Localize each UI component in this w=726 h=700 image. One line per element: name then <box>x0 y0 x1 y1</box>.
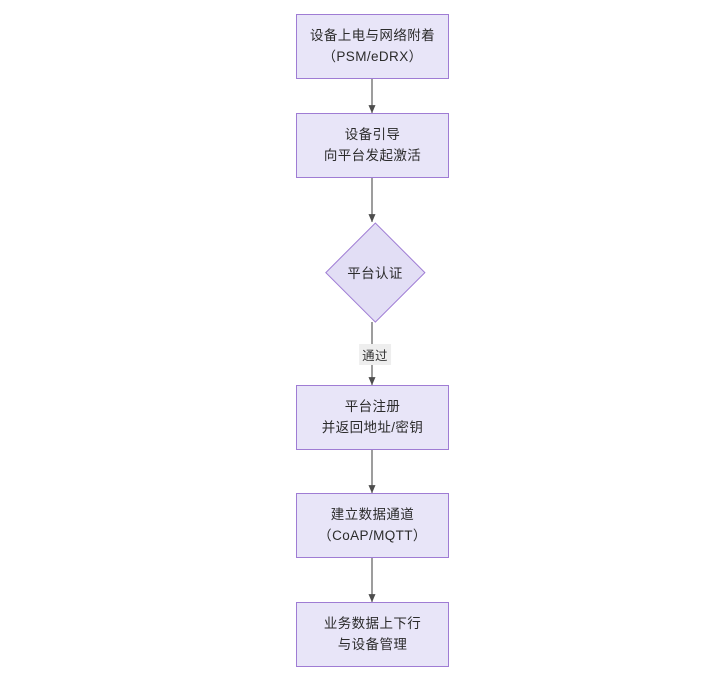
flow-node-label-data-channel-line-1: 建立数据通道 <box>330 506 415 522</box>
flow-node-label-bootstrap-line-1: 设备引导 <box>344 126 401 142</box>
flow-node-label-business-data-line-1: 业务数据上下行 <box>323 615 422 631</box>
flow-node-label-bootstrap-line-2: 向平台发起激活 <box>323 147 422 163</box>
flow-node-data-channel[interactable]: 建立数据通道 （CoAP/MQTT） <box>296 493 449 558</box>
flow-node-label-business-data-line-2: 与设备管理 <box>337 636 408 652</box>
flow-node-label-power-on-line-2: （PSM/eDRX） <box>322 48 423 64</box>
flow-node-business-data[interactable]: 业务数据上下行与设备管理 <box>296 602 449 667</box>
flow-node-bootstrap[interactable]: 设备引导向平台发起激活 <box>296 113 449 178</box>
flow-node-platform-auth[interactable]: 平台认证 <box>325 222 425 322</box>
flow-node-label-platform-register-line-2: 并返回地址/密钥 <box>321 419 424 435</box>
flow-node-label-platform-register-line-1: 平台注册 <box>344 398 401 414</box>
flow-node-label-platform-auth: 平台认证 <box>347 266 403 281</box>
edge-label-e3: 通过 <box>359 344 391 365</box>
flow-node-label-data-channel-line-2: （CoAP/MQTT） <box>318 527 427 543</box>
flow-node-label-power-on-line-1: 设备上电与网络附着 <box>309 27 436 43</box>
flow-node-power-on[interactable]: 设备上电与网络附着 （PSM/eDRX） <box>296 14 449 79</box>
flow-node-platform-register[interactable]: 平台注册并返回地址/密钥 <box>296 385 449 450</box>
